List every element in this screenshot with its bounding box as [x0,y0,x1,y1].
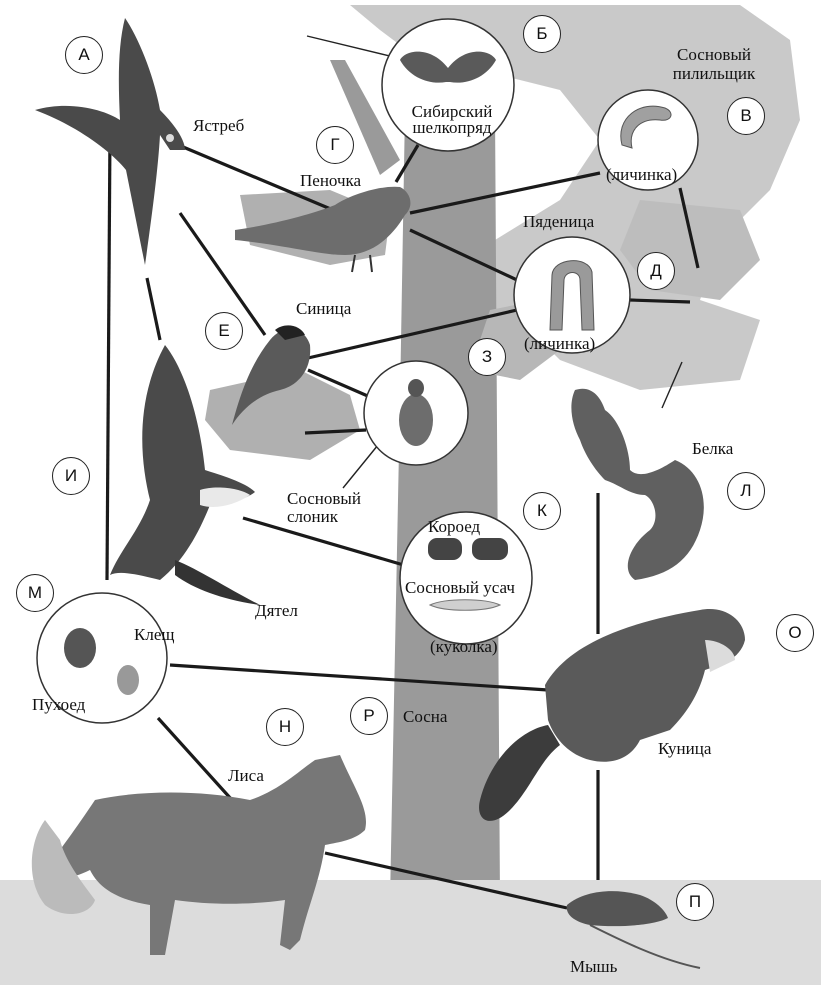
label-squirrel: Белка [692,439,733,458]
label-sawfly: Сосновый пилильщик [650,45,778,83]
label-sawfly-larva: (личинка) [606,165,677,184]
label-silk-moth: Сибирский шелкопряд [398,104,506,136]
label-warbler: Пеночка [300,171,361,190]
marker-p: П [676,883,714,921]
marten [479,609,745,821]
squirrel [571,389,703,580]
marker-b: Б [523,15,561,53]
label-weevil: Сосновый слоник [287,490,377,526]
label-sawyer: Сосновый усач [405,578,515,597]
marker-l: Л [727,472,765,510]
label-bark-beetle: Короед [428,517,480,536]
marker-n: Н [266,708,304,746]
label-pine: Сосна [403,707,447,726]
marker-i: И [52,457,90,495]
louse-icon [117,665,139,695]
label-hawk: Ястреб [193,116,244,135]
tick-icon [64,628,96,668]
link-louse-fox [158,718,232,800]
label-marten: Куница [658,739,711,758]
marker-z: З [468,338,506,376]
link-hawk-tick [107,130,110,580]
label-tick: Клещ [134,625,174,644]
marker-k: К [523,492,561,530]
bark-beetle-icon [428,538,462,560]
label-feather-louse: Пухоед [32,695,85,714]
weevil-circle [364,361,468,465]
label-sawyer-pupa: (куколка) [430,637,498,656]
label-mouse: Мышь [570,957,617,976]
pupa-icon [430,600,500,611]
label-tit: Синица [296,299,351,318]
label-geometrid-larva: (личинка) [524,334,595,353]
weevil-icon [399,394,433,446]
marker-d: Д [637,252,675,290]
link-geometrid-foliage [630,300,690,302]
label-geometrid: Пяденица [523,212,594,231]
label-fox: Лиса [228,766,264,785]
pointer-silkmoth [307,36,398,58]
marker-g: Г [316,126,354,164]
marker-m: М [16,574,54,612]
label-woodpecker: Дятел [255,601,298,620]
link-hawk-woodpecker [147,278,160,340]
marker-e: Е [205,312,243,350]
pointer-weevil [343,445,378,488]
marker-o: О [776,614,814,652]
marker-r: Р [350,697,388,735]
marker-a: А [65,36,103,74]
marker-v: В [727,97,765,135]
